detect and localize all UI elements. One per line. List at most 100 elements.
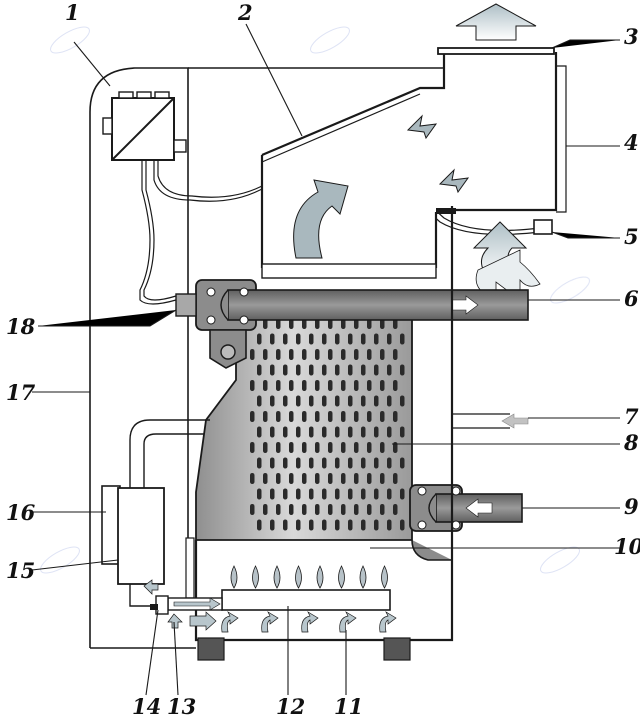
exchanger-fin-slot	[257, 457, 262, 469]
exchanger-fin-slot	[309, 519, 314, 531]
exchanger-fin-slot	[276, 411, 281, 422]
exchanger-fin-slot	[400, 426, 405, 438]
exchanger-fin-slot	[335, 333, 340, 345]
boiler-feet	[197, 637, 411, 661]
exchanger-fin-slot	[348, 426, 353, 438]
exchanger-fin-slot	[283, 395, 288, 407]
exchanger-fin-slot	[315, 473, 320, 484]
exchanger-fin-slot	[328, 504, 333, 515]
exchanger-fin-slot	[367, 380, 372, 391]
exchanger-fin-slot	[341, 411, 346, 422]
exchanger-fin-slot	[374, 426, 379, 438]
callout-4: 4	[624, 130, 639, 155]
exchanger-fin-slot	[387, 426, 392, 438]
exchanger-fin-slot	[302, 473, 307, 484]
exchanger-fin-slot	[270, 333, 275, 345]
exchanger-fin-slot	[276, 442, 281, 453]
exchanger-fin-slot	[354, 442, 359, 453]
callout-13: 13	[167, 694, 196, 719]
exchanger-fin-slot	[387, 519, 392, 531]
exchanger-fin-slot	[296, 395, 301, 407]
exchanger-fin-slot	[348, 519, 353, 531]
exchanger-fin-slot	[315, 411, 320, 422]
exchanger-fin-slot	[322, 457, 327, 469]
exchanger-fin-slot	[354, 504, 359, 515]
air-curl-arrow	[301, 611, 319, 633]
exchanger-fin-slot	[393, 411, 398, 422]
exchanger-fin-slot	[270, 519, 275, 531]
exchanger-fin-slot	[393, 380, 398, 391]
flame	[359, 565, 367, 589]
exchanger-fin-slot	[257, 488, 262, 500]
exchanger-fin-slot	[367, 442, 372, 453]
exchanger-fin-slot	[335, 488, 340, 500]
exchanger-fin-slot	[322, 519, 327, 531]
exchanger-fin-slot	[289, 442, 294, 453]
exchanger-fin-slot	[400, 519, 405, 531]
exchanger-fin-slot	[283, 519, 288, 531]
exchanger-fin-slot	[328, 411, 333, 422]
exchanger-fin-slot	[276, 473, 281, 484]
callout-3: 3	[624, 24, 639, 49]
callout-16: 16	[6, 500, 36, 525]
exchanger-fin-slot	[315, 504, 320, 515]
exchanger-fin-slot	[354, 473, 359, 484]
flame	[381, 565, 388, 589]
callout-10: 10	[614, 534, 640, 559]
flue-gas-arrows	[293, 3, 541, 301]
exchanger-fin-slot	[315, 349, 320, 360]
combustion-chamber	[185, 206, 454, 642]
exchanger-fin-slot	[348, 395, 353, 407]
flue-swirl-arrow	[293, 179, 349, 259]
exchanger-fin-slot	[328, 349, 333, 360]
exchanger-fin-slot	[400, 488, 405, 500]
exchanger-fin-slot	[309, 426, 314, 438]
exchanger-fin-slot	[361, 457, 366, 469]
exchanger-fin-slot	[322, 333, 327, 345]
exchanger-fin-slot	[380, 411, 385, 422]
exchanger-fin-slot	[283, 364, 288, 376]
exchanger-fin-slot	[335, 364, 340, 376]
exchanger-fin-slot	[263, 380, 268, 391]
control-unit	[102, 91, 187, 161]
exchanger-fin-slot	[393, 473, 398, 484]
exchanger-fin-slot	[302, 504, 307, 515]
flow-pipe	[175, 279, 529, 369]
exchanger-fin-slot	[387, 488, 392, 500]
exchanger-fin-slot	[296, 457, 301, 469]
exchanger-fin-slot	[328, 473, 333, 484]
callout-7: 7	[624, 404, 639, 429]
exchanger-fin-slot	[374, 457, 379, 469]
exchanger-fin-slot	[263, 504, 268, 515]
air-curl-arrow	[379, 611, 397, 633]
callout-5: 5	[624, 224, 639, 249]
exchanger-fin-slot	[341, 504, 346, 515]
draught-hood	[260, 47, 567, 279]
exchanger-fin-slot	[263, 349, 268, 360]
exchanger-fin-slot	[289, 473, 294, 484]
callout-12: 12	[276, 694, 305, 719]
exchanger-fin-slot	[341, 442, 346, 453]
exchanger-fin-slot	[374, 333, 379, 345]
exchanger-fin-slot	[250, 411, 255, 422]
exchanger-fin-slot	[283, 426, 288, 438]
callout-1: 1	[65, 0, 80, 25]
flame	[252, 565, 259, 589]
exchanger-fin-slot	[250, 442, 255, 453]
exchanger-fin-slot	[387, 457, 392, 469]
exchanger-fin-slot	[250, 349, 255, 360]
exchanger-fin-slot	[380, 442, 385, 453]
exchanger-fin-slot	[380, 504, 385, 515]
exchanger-fin-slot	[348, 333, 353, 345]
exchanger-fin-slot	[354, 349, 359, 360]
exchanger-fin-slot	[400, 333, 405, 345]
exchanger-fin-slot	[296, 426, 301, 438]
exchanger-fin-slot	[348, 488, 353, 500]
primary-air-arrow	[189, 611, 217, 631]
exchanger-fin-slot	[361, 333, 366, 345]
exchanger-fin-slot	[348, 457, 353, 469]
exchanger-fin-slot	[283, 488, 288, 500]
exchanger-fin-slot	[374, 395, 379, 407]
exchanger-fin-slot	[296, 488, 301, 500]
exchanger-fin-slot	[270, 426, 275, 438]
